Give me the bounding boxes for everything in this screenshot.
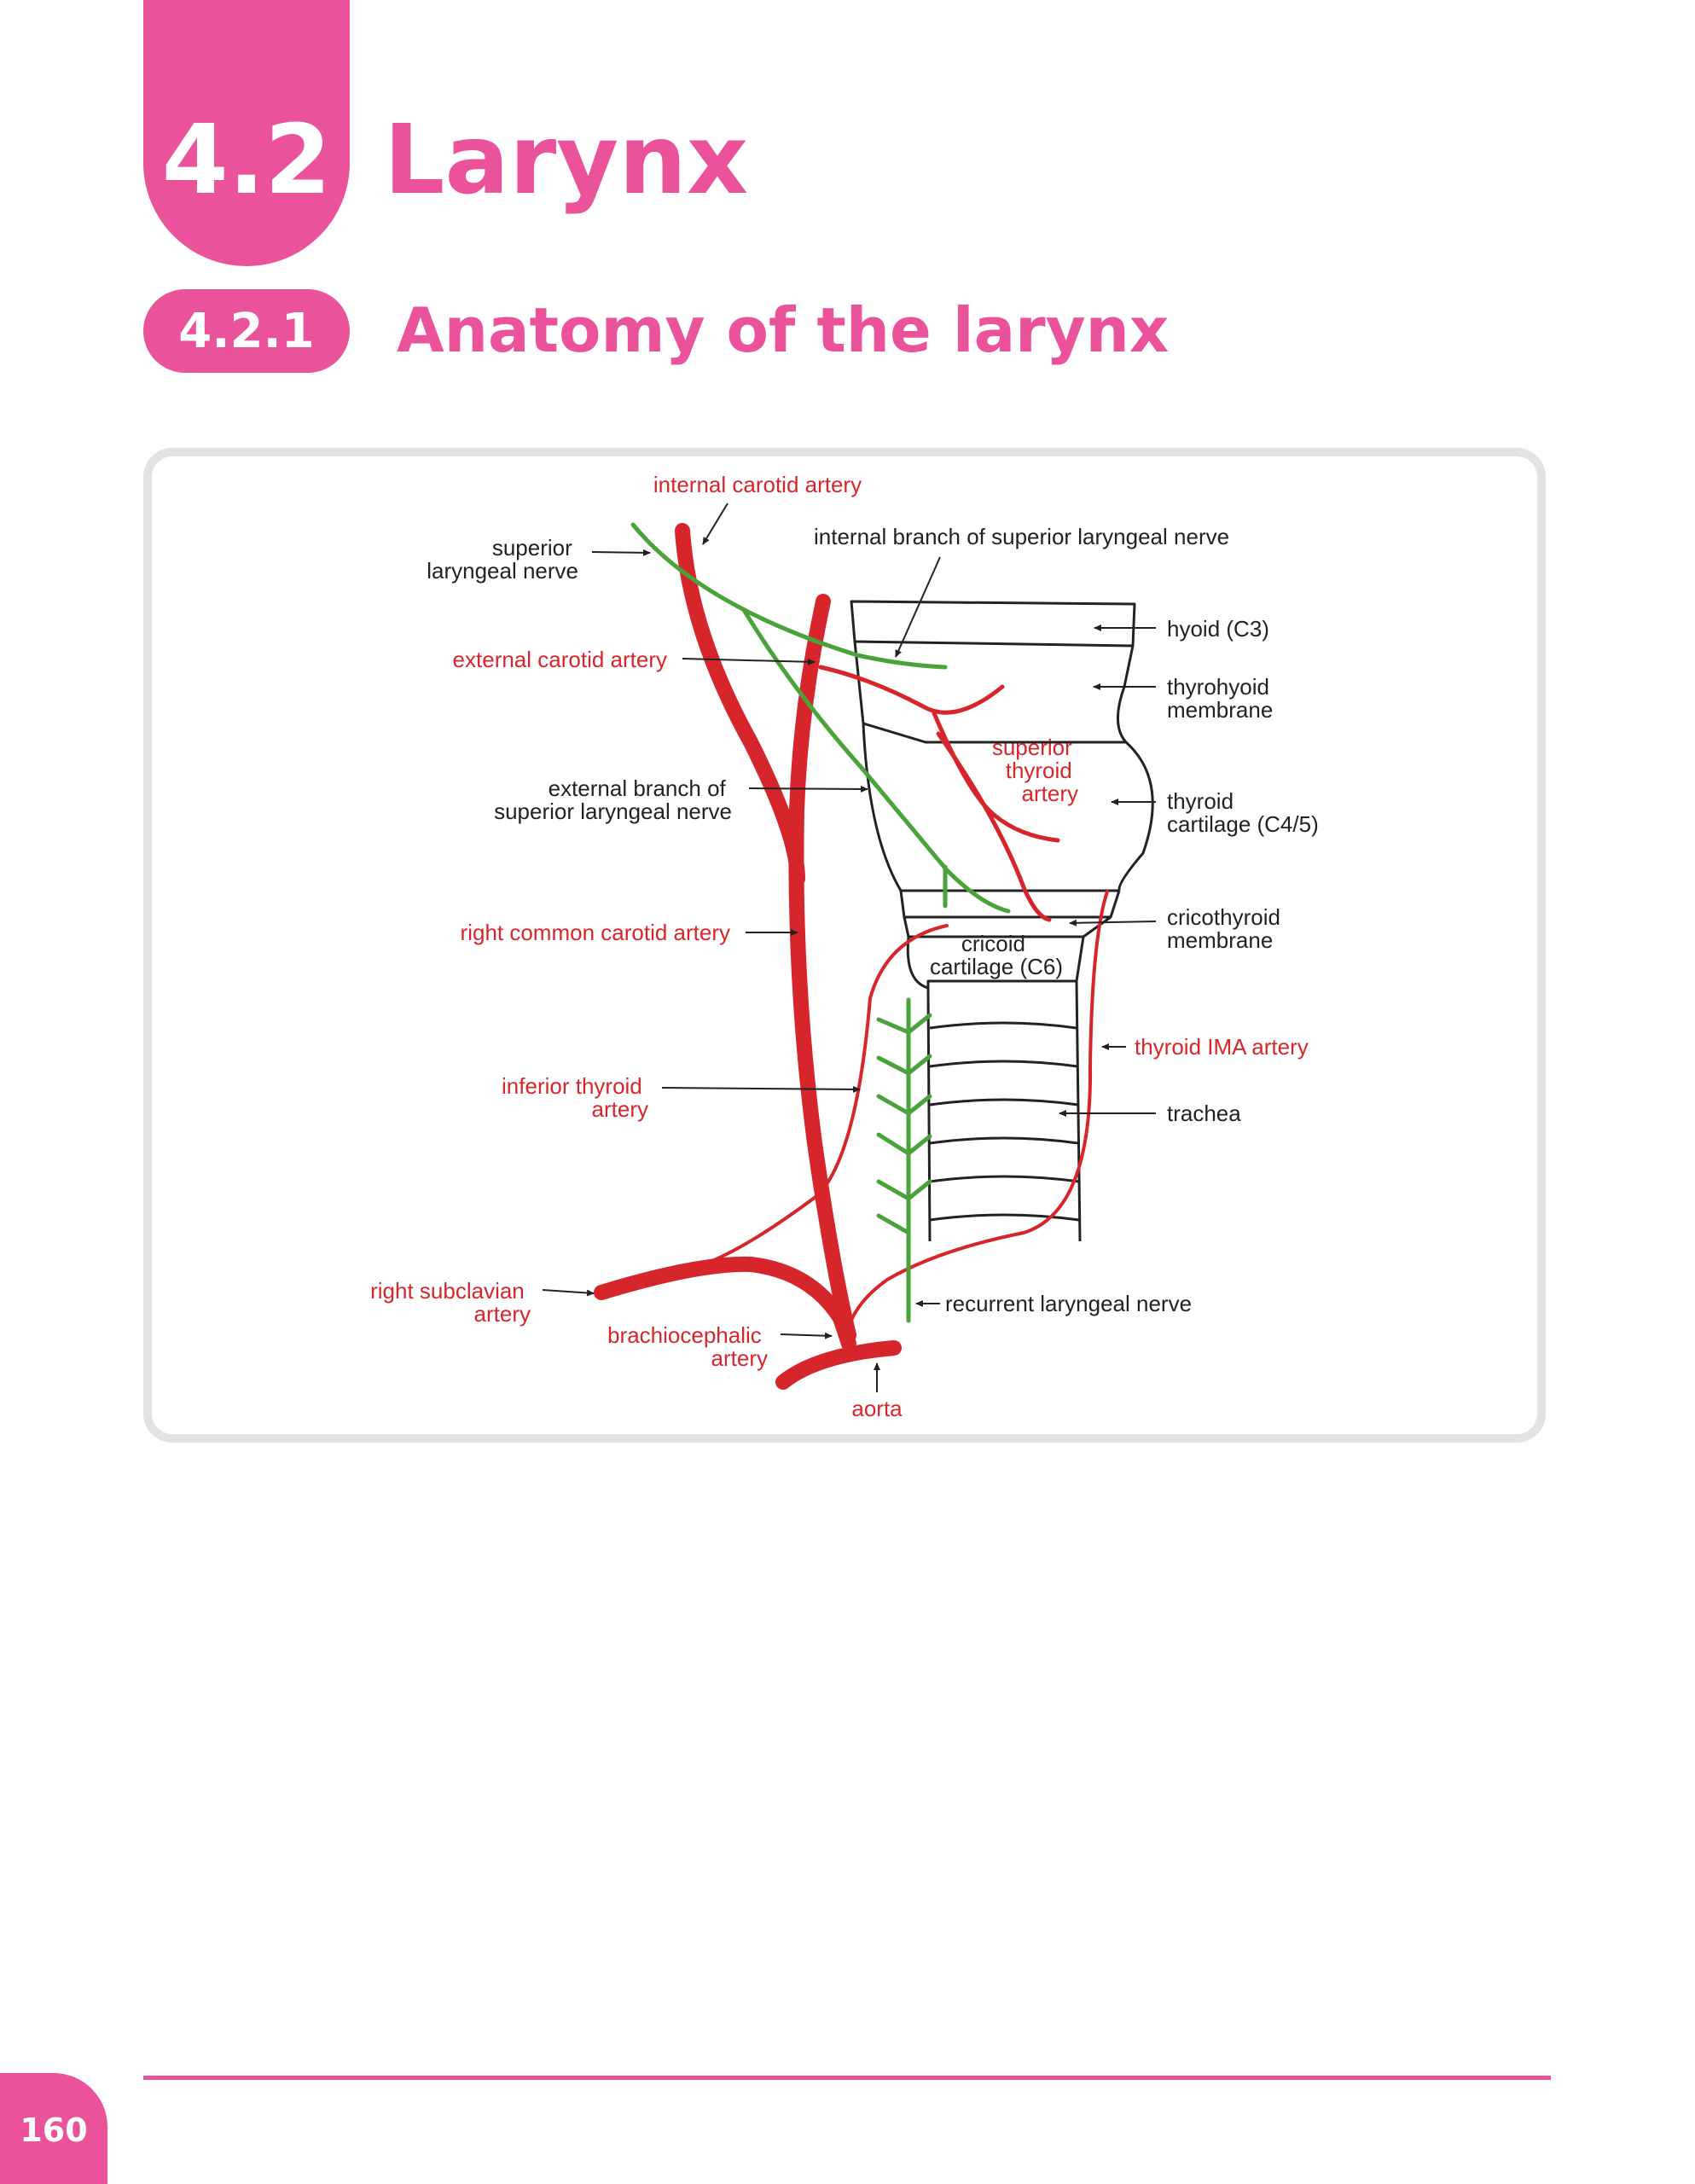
chapter-number: 4.2: [161, 105, 332, 216]
label-external-carotid-artery: external carotid artery: [453, 647, 667, 672]
leader-superior-laryngeal: [591, 549, 651, 556]
label-brachiocephalic-artery: brachiocephalic artery: [607, 1322, 768, 1371]
thyroid-ima-artery: [847, 890, 1109, 1328]
leader-internal-branch: [895, 556, 941, 658]
footer-rule: [143, 2076, 1551, 2080]
chapter-tab: [143, 0, 350, 266]
figure-frame: [143, 448, 1546, 1443]
thyroid-cartilage: [862, 722, 1154, 892]
label-external-branch: external branch of superior laryngeal ne…: [494, 775, 732, 824]
subclavian-artery: [594, 1256, 856, 1351]
leader-cricothyroid: [1069, 919, 1157, 926]
arteries: [594, 523, 1109, 1390]
section-title: Anatomy of the larynx: [397, 294, 1170, 366]
label-hyoid: hyoid (C3): [1167, 616, 1269, 642]
hyoid-bone: [850, 600, 1136, 648]
label-aorta: aorta: [851, 1396, 903, 1421]
label-thyroid-ima-artery: thyroid IMA artery: [1135, 1034, 1309, 1060]
label-cricoid-cartilage: cricoid cartilage (C6): [930, 931, 1063, 979]
section-number: 4.2.1: [143, 289, 350, 373]
superior-laryngeal-nerve: [630, 522, 948, 670]
leader-internal-carotid: [702, 502, 729, 545]
leader-right-subclavian: [542, 1289, 595, 1297]
label-recurrent-laryngeal-nerve: recurrent laryngeal nerve: [945, 1291, 1192, 1316]
label-superior-thyroid-artery: superior thyroid artery: [992, 735, 1078, 806]
leader-inferior-thyroid: [661, 1085, 861, 1093]
aortic-arch: [775, 1340, 902, 1390]
label-right-subclavian: right subclavian artery: [370, 1278, 531, 1327]
cricothyroid-membrane: [899, 890, 1121, 919]
label-superior-laryngeal-nerve: superior laryngeal nerve: [427, 535, 578, 584]
inferior-thyroid-artery: [706, 924, 949, 1264]
page-number-tab: [0, 2073, 107, 2184]
superior-thyroid-branch-lower: [936, 731, 1052, 922]
label-trachea: trachea: [1167, 1101, 1241, 1126]
label-internal-carotid-artery: internal carotid artery: [653, 472, 862, 497]
nerves: [630, 522, 1011, 1323]
external-branch-nerve: [741, 607, 1011, 914]
labels: internal carotid artery superior larynge…: [370, 472, 1319, 1421]
label-inferior-thyroid-artery: inferior thyroid artery: [502, 1073, 648, 1122]
leader-external-carotid: [682, 658, 816, 665]
label-right-common-carotid: right common carotid artery: [461, 920, 730, 945]
common-carotid-artery: [788, 594, 856, 1343]
label-thyrohyoid-membrane: thyrohyoid membrane: [1167, 674, 1275, 723]
label-cricothyroid-membrane: cricothyroid membrane: [1167, 904, 1286, 953]
external-carotid-branch: [818, 665, 1005, 715]
leader-external-branch: [748, 785, 868, 793]
leader-lines: [542, 502, 1157, 1392]
leader-brachiocephalic: [780, 1332, 833, 1339]
label-thyroid-cartilage: thyroid cartilage (C4/5): [1167, 788, 1319, 837]
chapter-title: Larynx: [384, 105, 749, 216]
page-number: 160: [20, 2111, 88, 2149]
trachea: [926, 980, 1082, 1242]
recurrent-nerve-branches: [876, 1013, 932, 1235]
label-internal-branch: internal branch of superior laryngeal ne…: [814, 524, 1229, 549]
